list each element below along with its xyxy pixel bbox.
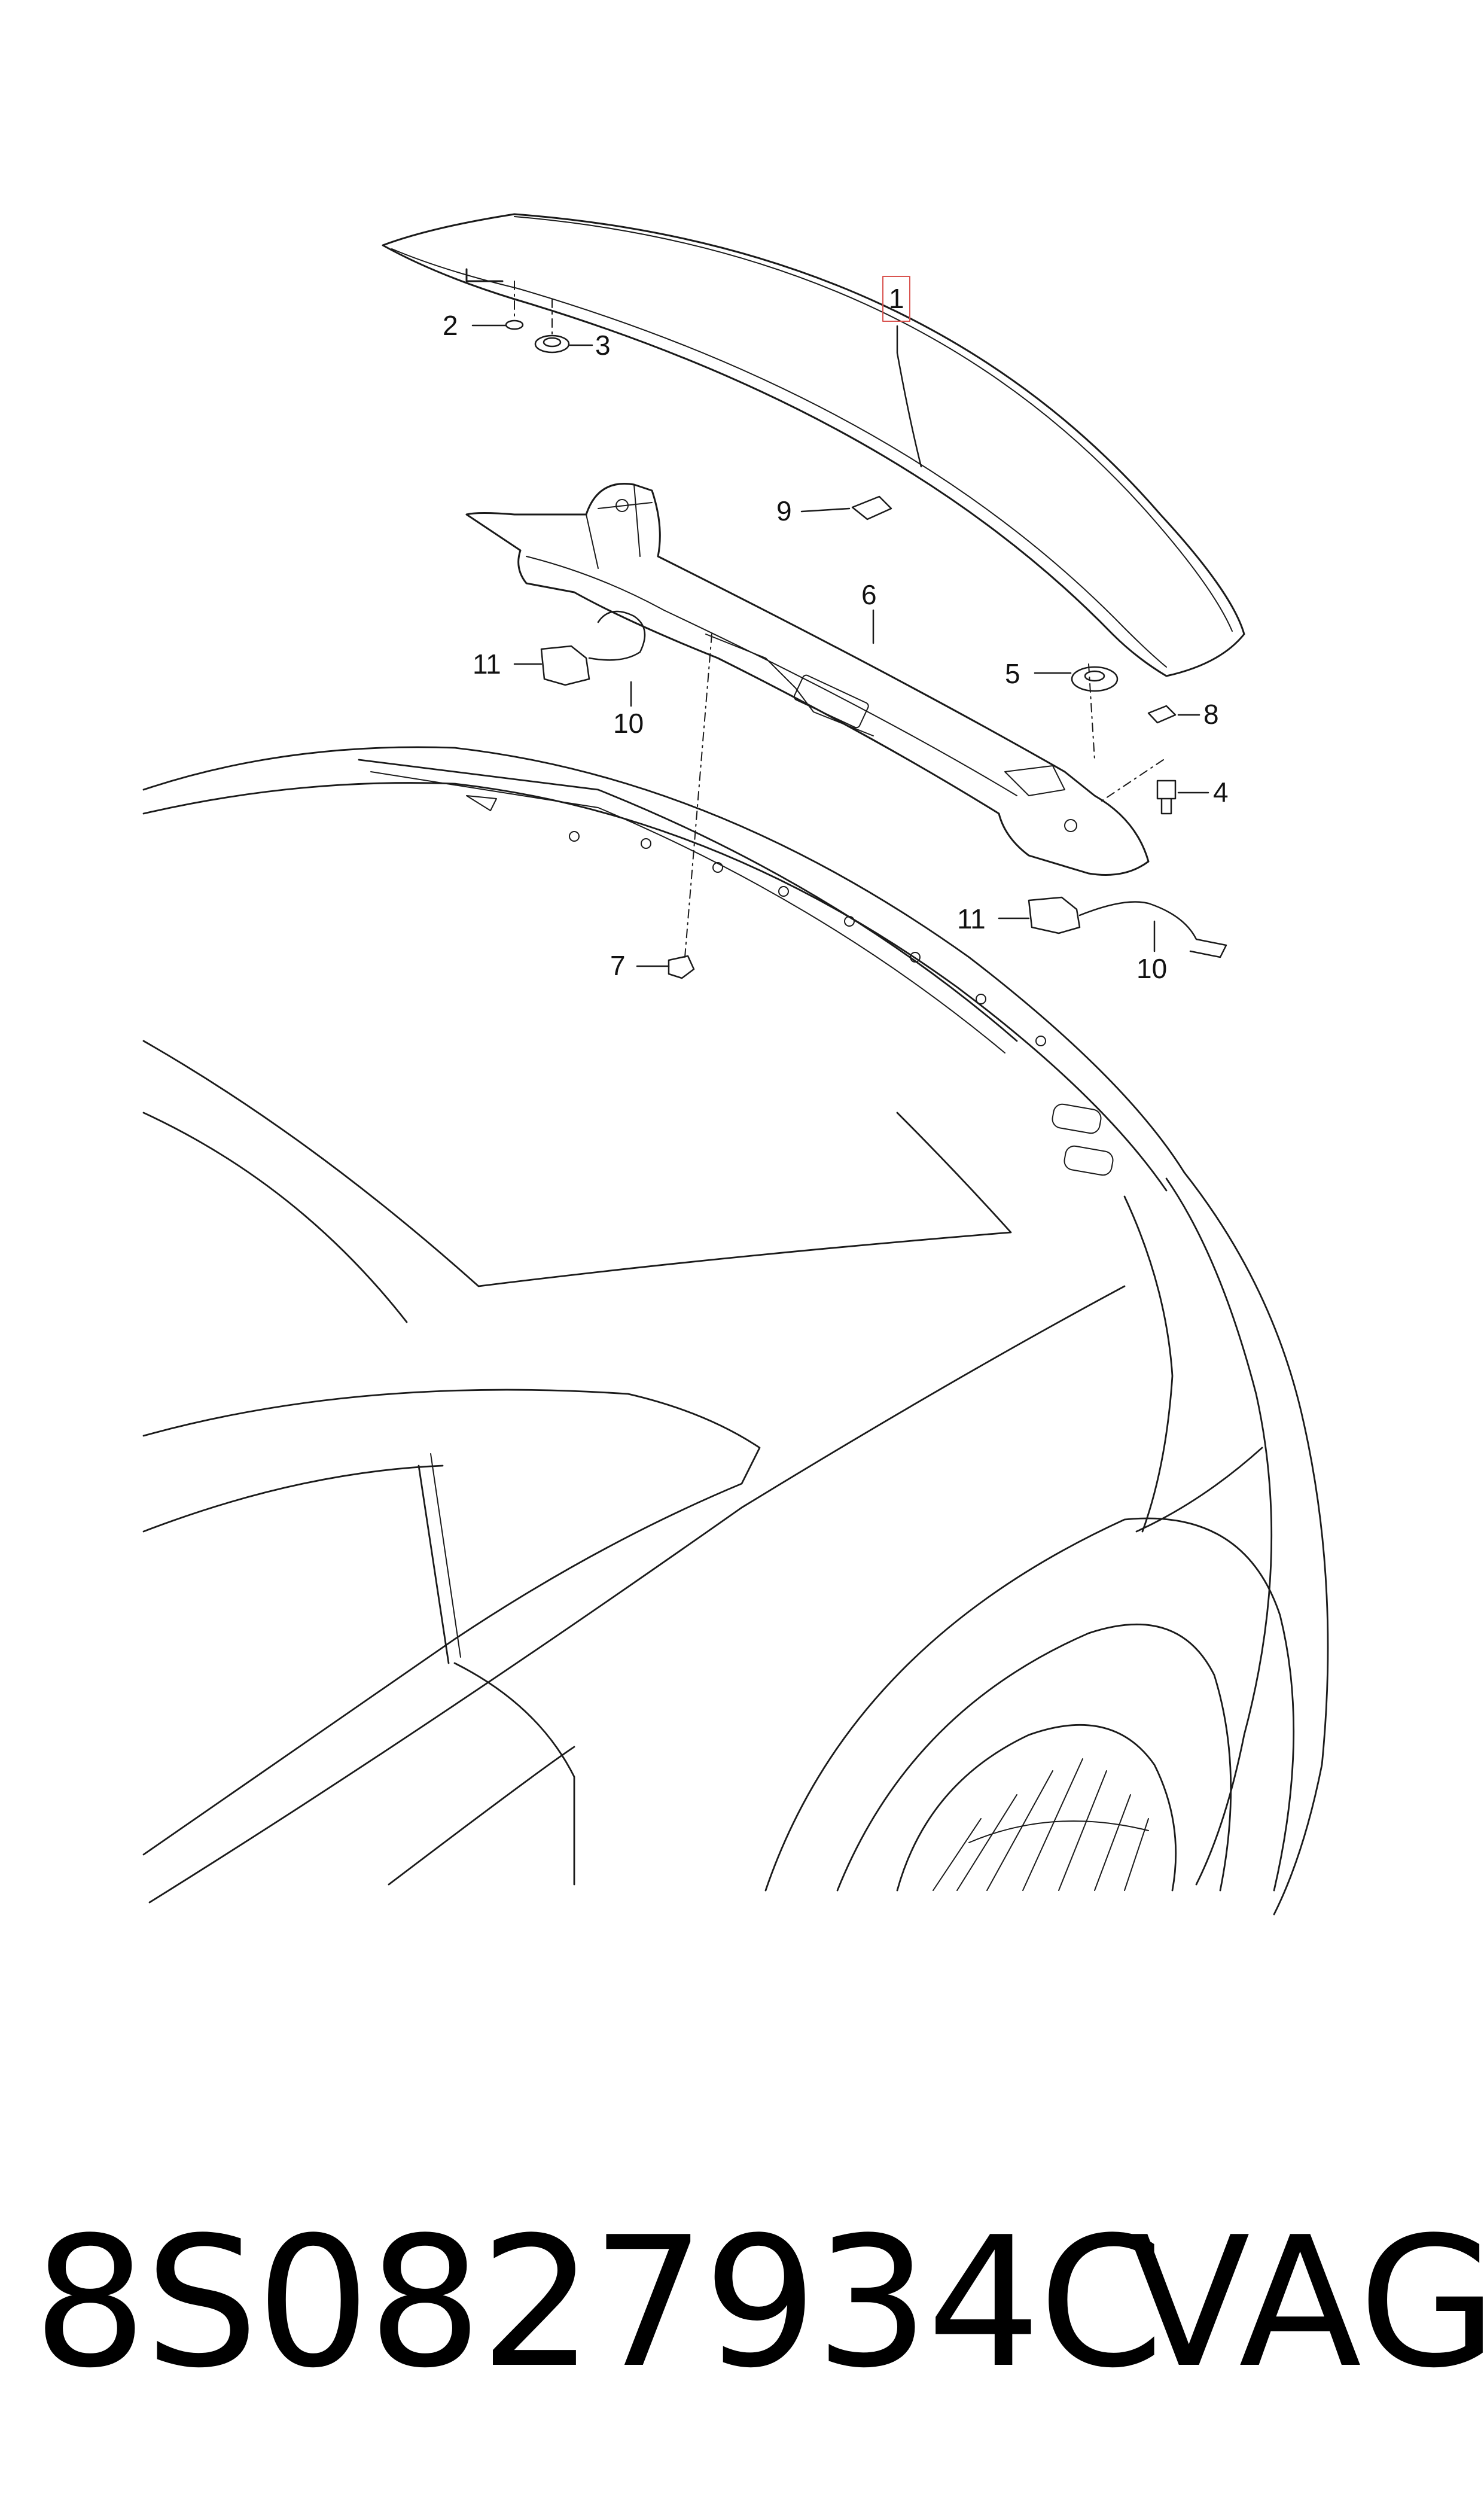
callout-2: 2 <box>443 310 458 341</box>
exploded-parts-diagram: 1 2 3 4 5 6 7 8 9 10 10 11 11 <box>142 213 1329 1916</box>
pad-8 <box>1147 705 1177 724</box>
bolt-4 <box>1156 780 1177 815</box>
small-parts <box>505 319 1227 979</box>
callout-11b: 11 <box>957 903 986 934</box>
leader-lines <box>471 324 1209 967</box>
callout-4: 4 <box>1213 777 1229 808</box>
callout-labels: 1 2 3 4 5 6 7 8 9 10 10 11 11 <box>443 276 1229 984</box>
part-number: 8S0827934C <box>33 2199 1164 2407</box>
callout-5: 5 <box>1005 658 1020 689</box>
clip-9 <box>851 495 892 520</box>
callout-11a: 11 <box>473 648 501 680</box>
connector-11b <box>1028 896 1081 934</box>
assembly-lines <box>514 281 1164 958</box>
grommet-3 <box>534 334 570 354</box>
car-body-outline <box>142 746 1329 1916</box>
seal-2 <box>505 319 524 330</box>
hose-10b <box>1078 901 1227 958</box>
callout-7: 7 <box>610 950 626 981</box>
callout-10a: 10 <box>613 708 644 739</box>
grommet-5 <box>1071 666 1119 692</box>
nut-7 <box>668 955 695 979</box>
hose-10a <box>588 610 646 661</box>
callout-1-box <box>882 276 910 322</box>
callout-9: 9 <box>776 495 792 526</box>
connector-11a <box>540 645 590 686</box>
callout-3: 3 <box>595 330 611 361</box>
callout-10b: 10 <box>1136 953 1167 984</box>
brand-name: VAG <box>1128 2199 1484 2407</box>
callout-8: 8 <box>1203 699 1219 730</box>
spoiler-carrier <box>465 483 1150 876</box>
rear-spoiler <box>382 213 1245 677</box>
callout-6: 6 <box>861 579 877 610</box>
callout-1: 1 <box>889 283 904 314</box>
